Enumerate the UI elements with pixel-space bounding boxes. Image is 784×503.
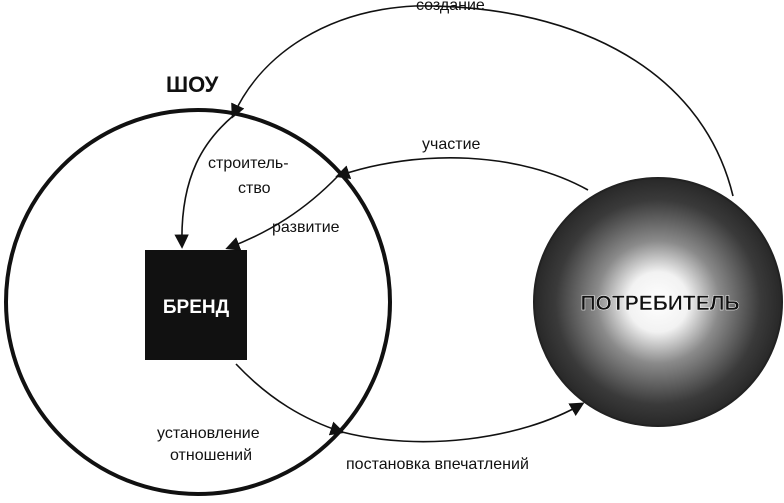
- staging-label: постановка впечатлений: [346, 456, 529, 473]
- building-label-line2: ство: [238, 180, 271, 197]
- participation-arrow: [335, 157, 589, 191]
- show-label: ШОУ: [166, 72, 219, 97]
- development-arrow: [225, 175, 339, 251]
- development-label: развитие: [272, 219, 340, 236]
- show-circle: [4, 108, 392, 496]
- relationship-label-line2: отношений: [170, 447, 252, 464]
- staging-arrow: [341, 402, 585, 443]
- brand-square: [145, 250, 247, 360]
- participation-label: участие: [422, 136, 481, 153]
- relationship-label-line1: установление: [157, 425, 260, 442]
- relationship-arrow: [235, 363, 345, 436]
- brand-label: БРЕНД: [163, 297, 230, 318]
- consumer-label: ПОТРЕБИТЕЛЬ: [580, 292, 739, 315]
- creation-arrow: [231, 5, 734, 197]
- building-arrow: [174, 115, 234, 249]
- creation-label: создание: [416, 0, 485, 14]
- building-label-line1: строитель-: [208, 155, 289, 172]
- consumer-sphere: [533, 177, 783, 427]
